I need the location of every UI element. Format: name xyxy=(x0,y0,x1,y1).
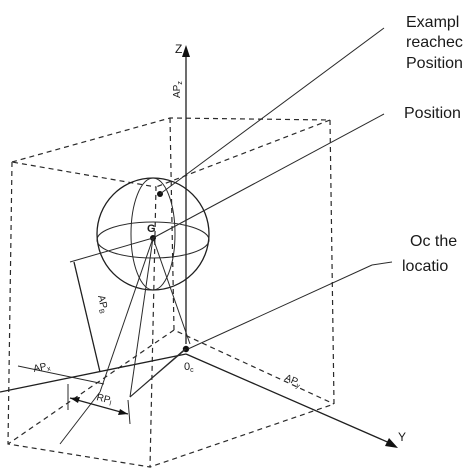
leader-position xyxy=(152,113,385,239)
sphere xyxy=(96,177,210,291)
annotation-top-line2: reachec xyxy=(406,34,463,51)
x-axis xyxy=(0,353,187,393)
axis-label-z: Z xyxy=(175,42,182,56)
dimension-lines xyxy=(67,261,131,425)
rp-dimension xyxy=(69,397,129,415)
ap-b-label: APB xyxy=(94,294,110,315)
construction-lines xyxy=(17,237,191,445)
axis-label-y: Y xyxy=(398,430,406,444)
ap-x-label: APx xyxy=(32,361,51,376)
leader-lines xyxy=(152,27,393,350)
origin-label: 0c xyxy=(184,361,194,374)
z-axis-arrow xyxy=(182,45,190,57)
annotation-position: Position xyxy=(404,105,461,122)
annotation-oc-line1: Oc the xyxy=(410,233,457,250)
cube-edges xyxy=(7,117,335,468)
point-label-g: G xyxy=(147,223,156,235)
rp-label: RPl xyxy=(95,392,113,407)
ap-z-label: APz xyxy=(172,81,184,98)
ap-b-dimension xyxy=(73,261,101,373)
ap-y-label: APy xyxy=(282,373,303,391)
axes xyxy=(0,45,398,448)
annotation-top-line3: Position xyxy=(406,55,463,72)
y-axis xyxy=(185,353,393,445)
leader-oc xyxy=(187,264,373,350)
leader-reached-position xyxy=(159,27,385,195)
y-axis-arrow xyxy=(385,438,398,448)
annotation-oc-line2: locatio xyxy=(402,258,448,275)
annotation-top-line1: Exampl xyxy=(406,14,459,31)
